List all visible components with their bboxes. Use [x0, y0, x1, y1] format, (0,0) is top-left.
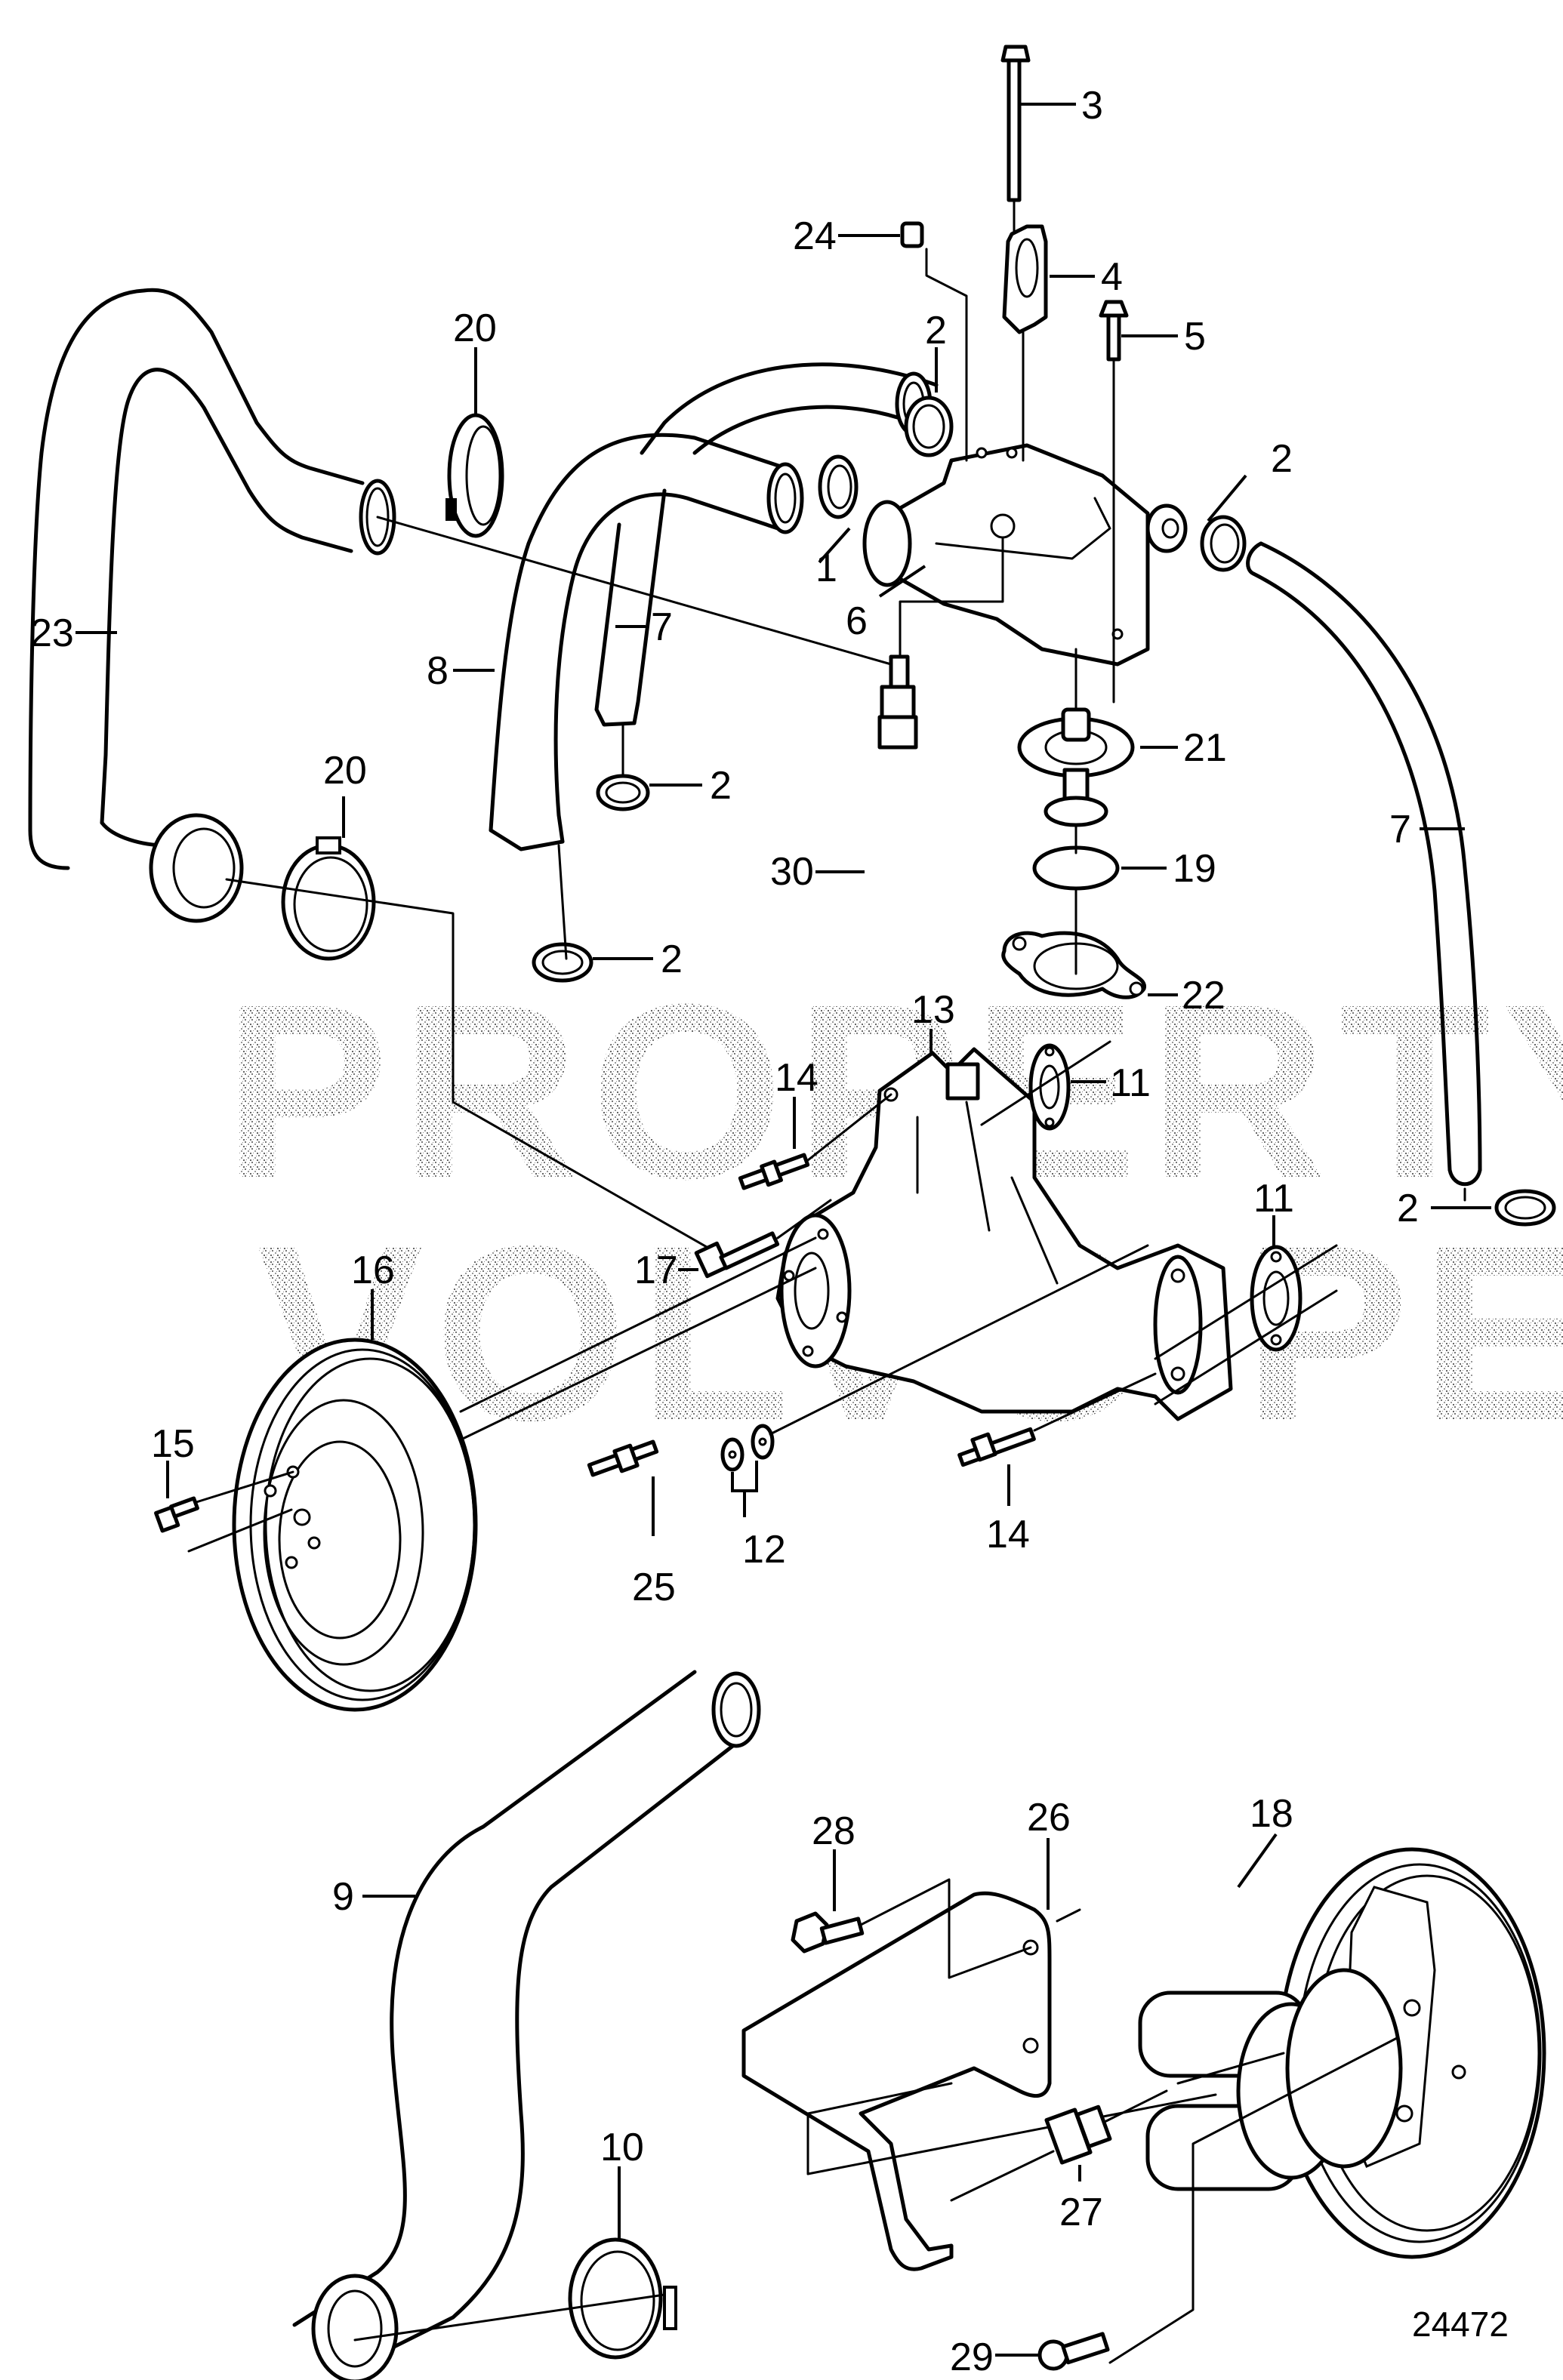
o-ring-19: [1032, 845, 1167, 891]
callout-8: 8: [427, 649, 449, 693]
lifting-eye-4: [1002, 224, 1095, 462]
callout-20: 20: [323, 749, 367, 793]
hose-clamp-20-upper: [445, 347, 504, 538]
assembly-line: [376, 516, 892, 666]
callout-11: 11: [1110, 1061, 1151, 1105]
bracket-bolt-28: [791, 1849, 1032, 1979]
thermostat-gasket-22: [1001, 889, 1178, 999]
thermostat-housing-6: [862, 443, 1188, 667]
callout-21: 21: [1183, 726, 1227, 770]
callout-6: 6: [846, 599, 868, 643]
callout-7: 7: [1389, 808, 1411, 851]
gasket-11-lower: [1154, 1215, 1338, 1406]
plug-24: [838, 221, 968, 462]
callout-2: 2: [925, 309, 947, 353]
callout-2: 2: [1397, 1187, 1419, 1230]
callout-22: 22: [1182, 974, 1225, 1018]
gasket-11-upper: [980, 1040, 1111, 1131]
pulley-bolt-15: [154, 1461, 294, 1553]
hose-clamp-2-b: [1200, 474, 1247, 572]
callout-30: 30: [770, 850, 814, 894]
callout-19: 19: [1173, 847, 1216, 891]
callout-3: 3: [1081, 84, 1103, 128]
hose-clamp-10: [353, 2166, 677, 2360]
hose-clamp-2-e: [1431, 1189, 1556, 1227]
thermostat-21: [1017, 648, 1178, 854]
callout-5: 5: [1184, 315, 1206, 359]
stud-14-lower: [957, 1372, 1157, 1506]
callout-9: 9: [332, 1875, 354, 1919]
bracket-26: [741, 1838, 1081, 2271]
callout-2: 2: [661, 938, 683, 981]
coolant-hose-8: [453, 433, 804, 851]
callout-26: 26: [1027, 1796, 1071, 1840]
callout-14: 14: [986, 1513, 1030, 1556]
connector-27: [950, 2089, 1168, 2202]
hose-clamp-1: [818, 454, 859, 564]
flange-bolt-5: [1099, 300, 1178, 704]
lower-hose-9: [292, 1670, 761, 2380]
callout-23: 23: [30, 611, 74, 655]
callout-18: 18: [1250, 1792, 1293, 1836]
sea-water-pump-18: [1138, 1833, 1546, 2259]
stud-25: [587, 1439, 659, 1536]
assembly-line: [806, 2082, 953, 2175]
bolt-17: [678, 1199, 832, 1279]
reference-number: 24472: [1412, 2305, 1509, 2344]
hose-clamp-2-a: [904, 347, 954, 457]
callout-14: 14: [775, 1056, 818, 1100]
stud-14-upper: [738, 1093, 892, 1190]
callout-20: 20: [453, 306, 497, 350]
callout-2: 2: [710, 764, 732, 808]
callout-13: 13: [911, 988, 955, 1032]
callout-10: 10: [600, 2126, 644, 2169]
hose-clamp-20-lower: [281, 796, 376, 961]
callout-28: 28: [812, 1809, 855, 1853]
callout-27: 27: [1059, 2191, 1103, 2234]
water-pump-13: [775, 1029, 1233, 1421]
callout-11: 11: [1253, 1177, 1294, 1221]
callout-2: 2: [1271, 437, 1293, 481]
callout-12: 12: [742, 1528, 786, 1572]
callout-24: 24: [793, 214, 837, 258]
callout-15: 15: [151, 1422, 195, 1466]
long-bolt-3: [1000, 45, 1076, 236]
callout-4: 4: [1101, 255, 1123, 299]
assembly-line: [225, 878, 719, 1255]
hose-clamp-2-c: [596, 774, 702, 811]
coolant-hose-7-long: [1246, 541, 1482, 1202]
hose-clamp-2-d: [532, 844, 653, 983]
callout-7: 7: [651, 605, 673, 649]
callout-1: 1: [815, 547, 837, 590]
callout-16: 16: [351, 1248, 395, 1292]
washer-pair-12: [720, 1244, 1149, 1517]
assembly-line: [1108, 2037, 1398, 2364]
assembly-line: [806, 2093, 1217, 2175]
callout-17: 17: [634, 1248, 678, 1292]
upper-hose-23: [28, 288, 396, 923]
callout-29: 29: [950, 2335, 994, 2379]
socket-screw-29: [995, 2332, 1110, 2371]
pulley-16: [232, 1236, 817, 1712]
temperature-sensor-30: [815, 536, 1004, 873]
callout-25: 25: [632, 1566, 676, 1609]
callout-labels: 1 2 2 2 2 2 3 4 5 6 7 7 8 9 10 11 11 12 …: [30, 84, 1419, 2379]
